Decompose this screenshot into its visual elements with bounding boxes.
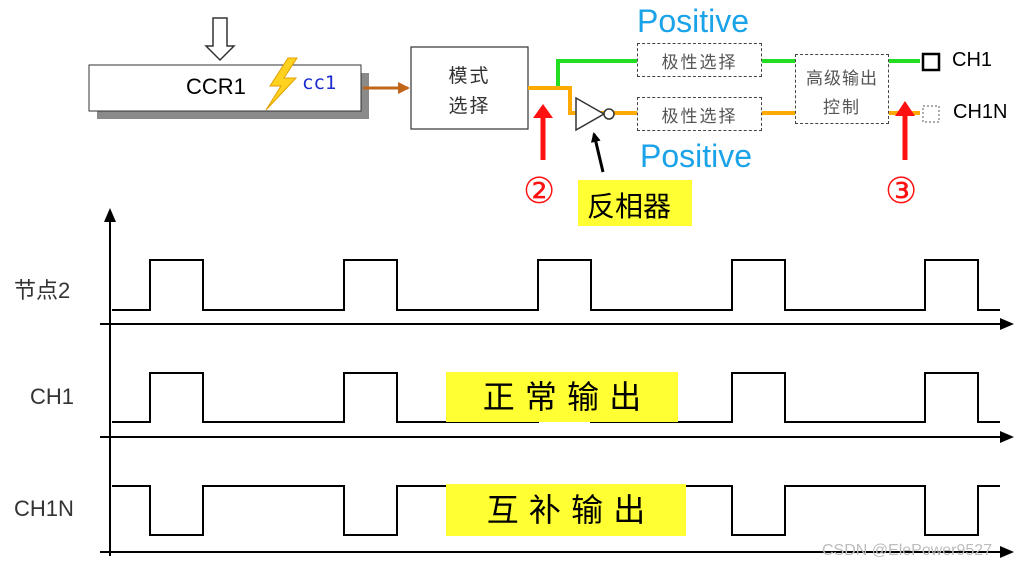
- lightning-icon: [265, 57, 298, 111]
- waveform-label-ch1n: CH1N: [14, 496, 74, 521]
- polarity-select-label-1: 极性选择: [661, 53, 738, 73]
- normal-output-label: 正 常 输 出: [482, 378, 642, 416]
- marker-3: ③: [885, 171, 918, 212]
- advanced-output-box: [795, 54, 889, 124]
- normal-output-highlight: [446, 372, 678, 422]
- positive-bottom-label: Positive: [640, 138, 753, 174]
- mode-select-label-line1: 模式: [448, 65, 491, 87]
- inverter-label: 反相器: [587, 190, 672, 223]
- mode-select-box: [410, 46, 529, 130]
- positive-top-label: Positive: [637, 3, 750, 39]
- polarity-select-label-2: 极性选择: [661, 107, 738, 127]
- advanced-output-label-line2: 控制: [823, 98, 861, 118]
- watermark: CSDN @ElePower9527: [822, 542, 993, 559]
- inverter-bubble: [603, 108, 615, 120]
- inverter-triangle: [575, 96, 606, 132]
- waveform-axes: [100, 208, 1014, 558]
- node3-red-arrowhead: [895, 101, 915, 116]
- ch1n-pin-label: CH1N: [953, 101, 1008, 123]
- ch1-pin: [921, 52, 941, 72]
- ch1-pin-label: CH1: [952, 49, 993, 71]
- hollow-down-arrow-icon: [204, 17, 236, 62]
- mode-select-label-line2: 选择: [448, 95, 491, 117]
- marker-2: ②: [523, 171, 556, 212]
- waveform-label-node2: 节点2: [14, 278, 71, 303]
- inverter-pointer-arrow: [590, 132, 605, 173]
- complementary-output-highlight: [446, 484, 686, 536]
- advanced-output-label-line1: 高级输出: [806, 69, 878, 89]
- inverter-label-highlight: [578, 180, 692, 226]
- node2-red-arrowhead: [533, 104, 553, 118]
- node2-waveform: [112, 259, 1000, 311]
- complementary-output-label: 互 补 输 出: [486, 491, 646, 529]
- polarity-select-box-1: [637, 43, 762, 77]
- waveform-label-ch1: CH1: [30, 384, 75, 409]
- polarity-select-box-2: [637, 97, 762, 131]
- ch1n-pin: [922, 105, 940, 123]
- cc1-label: cc1: [302, 72, 337, 94]
- ccr1-label: CCR1: [186, 74, 246, 99]
- ccr1-box: [88, 64, 362, 112]
